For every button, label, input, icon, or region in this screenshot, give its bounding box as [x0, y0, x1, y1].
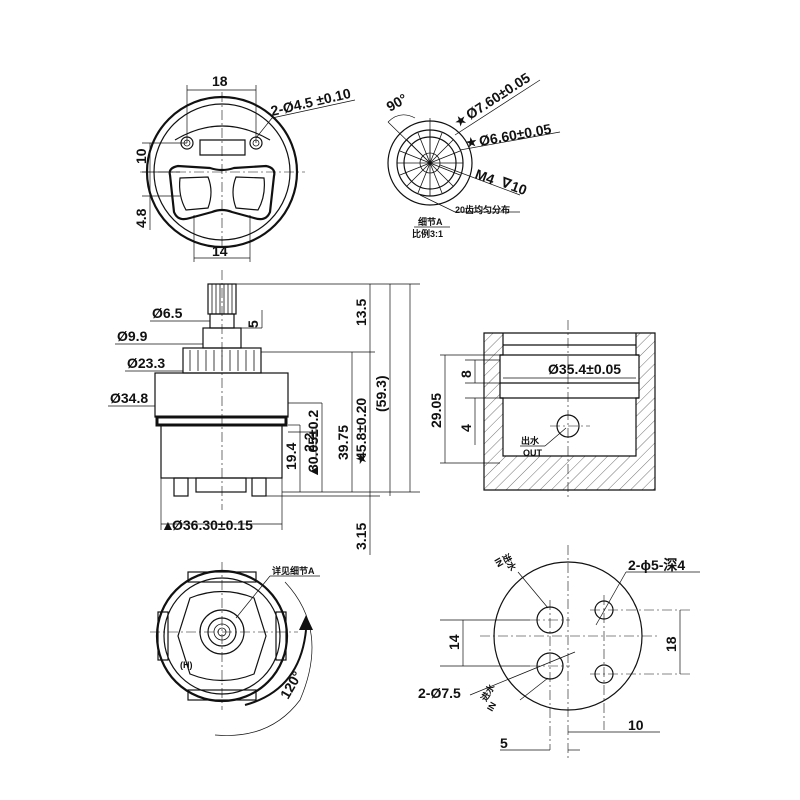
dim-seal-height: 30.05±0.2 [305, 410, 321, 472]
dim-section-port: 4 [458, 424, 474, 432]
rotation-angle: 120° [277, 668, 305, 701]
dim-14-bottom: 14 [446, 634, 462, 650]
outlet-label-cn: 出水 [521, 435, 540, 446]
thread-depth: 10 [509, 178, 529, 198]
bottom-right-view: 进水 IN 进水 IN 2-ϕ5-深4 2-Ø7.5 14 18 5 10 [418, 545, 700, 760]
top-view: 18 2-Ø4.5 ±0.10 10 4.8 14 [133, 73, 356, 262]
dim-cap-height: 39.75 [335, 425, 351, 460]
bottom-left-view: (H) 详见细节A 120° [150, 562, 320, 736]
dim-holes: 2-Ø4.5 ±0.10 [269, 85, 352, 119]
svg-text:★: ★ [353, 452, 369, 465]
detail-a: 90° ★ Ø7.60±0.05 ★ Ø6.60±0.05 M4 ∇ 10 20… [384, 69, 561, 239]
dim-stem-height: 13.5 [353, 299, 369, 326]
dim-foot: 3.15 [353, 523, 369, 550]
detail-title: 细节A [418, 216, 443, 227]
dim-total-ref: (59.3) [373, 375, 389, 412]
inlet-top-en: IN [492, 556, 505, 569]
dim-stem-dia: Ø6.5 [152, 305, 183, 321]
dim-18: 18 [212, 73, 228, 89]
dim-lower-height: 19.4 [283, 443, 299, 470]
holes-large-label: 2-Ø7.5 [418, 685, 461, 701]
dim-18-bottom: 18 [663, 636, 679, 652]
svg-text:▲: ▲ [305, 464, 321, 478]
thread-spec: M4 [473, 166, 497, 188]
detail-scale: 比例3:1 [412, 228, 443, 239]
outlet-label-en: OUT [523, 448, 543, 458]
section-view: Ø35.4±0.05 29.05 8 4 出水 OUT [428, 320, 656, 500]
dim-body-dia: Ø34.8 [110, 390, 148, 406]
dim-10: 10 [133, 148, 149, 164]
dim-collar-dia: Ø9.9 [117, 328, 148, 344]
dim-bore-dia: Ø35.4±0.05 [548, 361, 621, 377]
dim-groove: 2.2 [301, 432, 317, 452]
dim-section-top: 8 [458, 370, 474, 378]
dim-5-bottom: 5 [500, 735, 508, 751]
dim-inner-diameter: Ø6.60±0.05 [478, 120, 553, 148]
dim-section-height: 29.05 [428, 393, 444, 428]
svg-text:(H): (H) [180, 660, 193, 670]
inlet-bottom-cn: 进水 [478, 681, 497, 703]
dim-cap-dia: Ø23.3 [127, 355, 165, 371]
teeth-note: 20齿均匀分布 [455, 204, 510, 215]
svg-text:▲: ▲ [161, 517, 175, 533]
holes-small-label: 2-ϕ5-深4 [628, 557, 685, 573]
dim-outer-diameter: Ø7.60±0.05 [463, 69, 533, 122]
detail-ref-note: 详见细节A [272, 565, 315, 576]
angle-90: 90° [384, 90, 410, 114]
dim-body-height: 45.8±0.20 [353, 398, 369, 460]
dim-10-bottom: 10 [628, 717, 644, 733]
dim-base-dia: Ø36.30±0.15 [172, 517, 253, 533]
svg-text:★: ★ [464, 133, 479, 151]
dim-14: 14 [212, 243, 228, 259]
inlet-bottom-en: IN [485, 700, 498, 713]
side-view: Ø6.5 Ø9.9 Ø23.3 Ø34.8 Ø36.30±0.15 ▲ 5 13… [108, 270, 420, 555]
dim-4-8: 4.8 [133, 208, 149, 228]
dim-stem-step: 5 [245, 320, 261, 328]
